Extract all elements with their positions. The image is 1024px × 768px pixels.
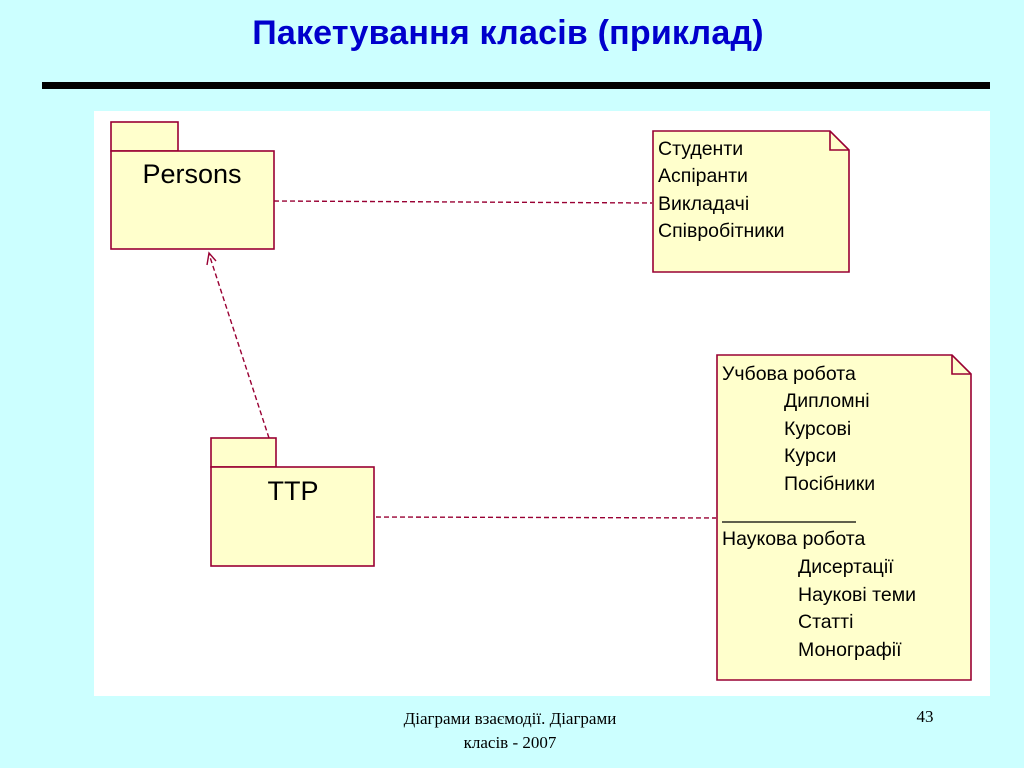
note-ttp-fold: [951, 355, 971, 375]
note-ttp[interactable]: Учбова робота Дипломні Курсові Курси Пос…: [716, 354, 972, 681]
slide-title: Пакетування класів (приклад): [252, 14, 764, 52]
note-ttp-item: Дипломні: [784, 390, 870, 412]
note-persons-line: Викладачі: [658, 193, 749, 215]
note-ttp-item: Посібники: [784, 473, 875, 495]
note-anchor-ttp[interactable]: [375, 516, 717, 519]
package-ttp-name: TTP: [268, 476, 319, 506]
footer-caption-line: класів - 2007: [463, 733, 557, 752]
note-ttp-item: Дисертації: [798, 556, 894, 578]
package-ttp-body: [210, 466, 375, 567]
note-ttp-item: Наукові теми: [798, 584, 916, 606]
dependency-arrowhead: [206, 251, 217, 266]
package-ttp-tab: [210, 437, 277, 468]
package-diagram: Persons TTP Студенти Аспіранти Викладачі…: [110, 121, 972, 681]
note-ttp-outline: [716, 354, 972, 681]
note-persons-line: Аспіранти: [658, 165, 748, 187]
note-persons-fold: [829, 131, 849, 151]
diagram-panel: Persons TTP Студенти Аспіранти Викладачі…: [94, 111, 990, 696]
note-anchor-persons[interactable]: [273, 200, 653, 204]
note-persons-line: Співробітники: [658, 220, 785, 242]
dependency-line: [208, 253, 270, 439]
package-persons[interactable]: Persons: [110, 121, 275, 250]
footer-caption: Діаграми взаємодії. Діаграми класів - 20…: [360, 707, 660, 755]
package-persons-name: Persons: [142, 159, 241, 189]
page-number: 43: [916, 707, 934, 726]
package-persons-body: [110, 150, 275, 250]
package-ttp[interactable]: TTP: [210, 437, 375, 567]
note-persons[interactable]: Студенти Аспіранти Викладачі Співробітни…: [652, 130, 850, 273]
note-ttp-item: Статті: [798, 611, 853, 633]
package-persons-tab: [110, 121, 179, 152]
note-persons-line: Студенти: [658, 138, 743, 160]
note-ttp-section-heading: Учбова робота: [722, 363, 856, 385]
note-ttp-item: Курсові: [784, 418, 851, 440]
dependency-ttp-persons[interactable]: [206, 251, 270, 439]
footer-caption-line: Діаграми взаємодії. Діаграми: [403, 709, 617, 728]
note-ttp-section-heading: Наукова робота: [722, 528, 865, 550]
note-ttp-item: Монографії: [798, 639, 902, 661]
note-ttp-item: Курси: [784, 445, 836, 467]
title-divider: [42, 82, 990, 89]
note-persons-outline: [652, 130, 850, 273]
